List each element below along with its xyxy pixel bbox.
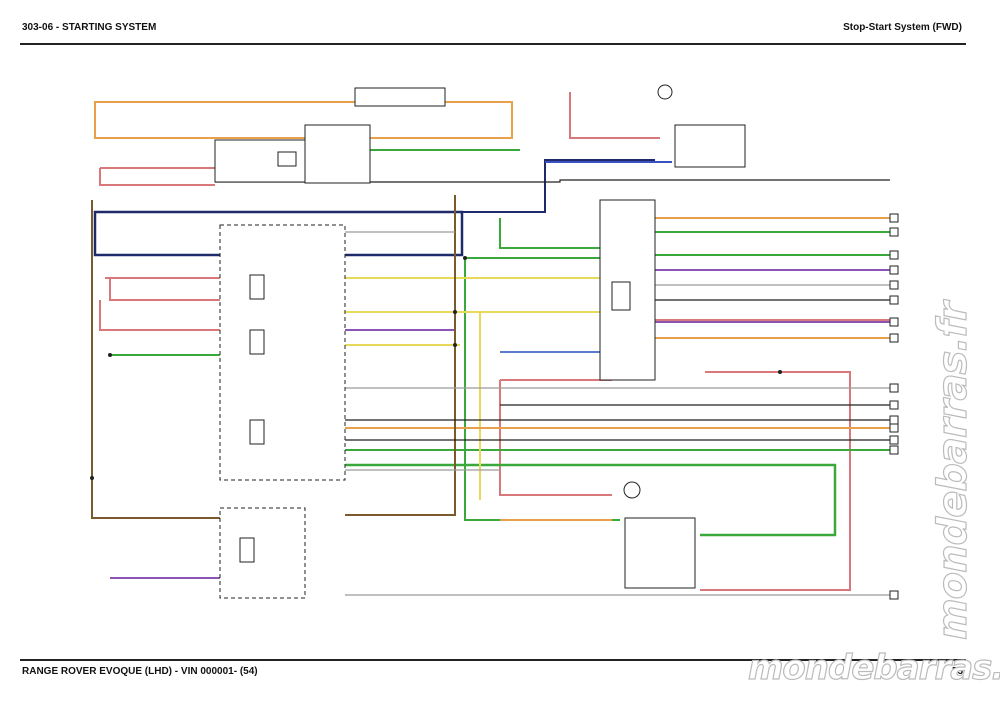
terminal-3	[889, 250, 899, 260]
component-relay-module	[214, 139, 306, 183]
header-rule	[20, 43, 966, 45]
diagram-title: Stop-Start System (FWD)	[843, 22, 962, 33]
splice-dot	[453, 310, 457, 314]
wire-pink-9	[700, 371, 851, 591]
relay-symbol-2	[249, 329, 265, 355]
terminal-6	[889, 295, 899, 305]
terminal-8	[889, 333, 899, 343]
component-starter-relay	[674, 124, 746, 168]
terminal-1	[889, 213, 899, 223]
component-fuse-box-top	[354, 87, 446, 107]
terminal-15	[889, 590, 899, 600]
wire-pink-5	[99, 300, 220, 331]
relay-symbol-3	[249, 419, 265, 445]
terminal-4	[889, 265, 899, 275]
footer-rule	[20, 659, 966, 661]
terminal-2	[889, 227, 899, 237]
wire-navy-link	[462, 159, 655, 213]
wire-brown-1	[91, 200, 220, 519]
wire-black-1	[215, 179, 890, 183]
relay-symbol-6	[277, 151, 297, 167]
wire-green-4	[464, 258, 620, 521]
terminal-11	[889, 415, 899, 425]
wire-pink-top	[569, 92, 660, 139]
terminal-10	[889, 400, 899, 410]
splice-dot	[90, 476, 94, 480]
component-battery-monitor	[304, 124, 371, 184]
wire-orange-top	[94, 101, 513, 139]
vehicle-model: RANGE ROVER EVOQUE (LHD) - VIN 000001- (…	[22, 666, 258, 677]
watermark-vertical: mondebarras.fr	[929, 302, 976, 641]
splice-dot	[453, 343, 457, 347]
terminal-5	[889, 280, 899, 290]
splice-dot	[778, 370, 782, 374]
splice-dot	[463, 256, 467, 260]
terminal-7	[889, 317, 899, 327]
sensor-symbol	[623, 481, 641, 499]
relay-symbol-1	[249, 274, 265, 300]
splice-dot	[108, 353, 112, 357]
wire-pink-4	[109, 278, 220, 301]
terminal-13	[889, 435, 899, 445]
terminal-12	[889, 423, 899, 433]
wire-green-2	[499, 218, 612, 249]
component-bottom-module	[219, 507, 306, 599]
watermark-horizontal: mondebarras.fr	[747, 647, 1000, 688]
wire-pink-2	[99, 168, 215, 186]
wire-green-9	[345, 463, 837, 537]
component-junction-box	[219, 224, 346, 481]
section-title: 303-06 - STARTING SYSTEM	[22, 22, 157, 33]
page-number: 55	[952, 666, 964, 677]
wire-navy-frame	[93, 210, 464, 257]
relay-symbol-5	[611, 281, 631, 311]
component-ecm	[624, 517, 696, 589]
terminal-9	[889, 383, 899, 393]
terminal-14	[889, 445, 899, 455]
relay-symbol-4	[239, 537, 255, 563]
wire-pink-7	[499, 380, 612, 496]
starter-motor-symbol	[657, 84, 673, 100]
wire-brown-2	[345, 195, 456, 516]
component-control-module-right	[599, 199, 656, 381]
